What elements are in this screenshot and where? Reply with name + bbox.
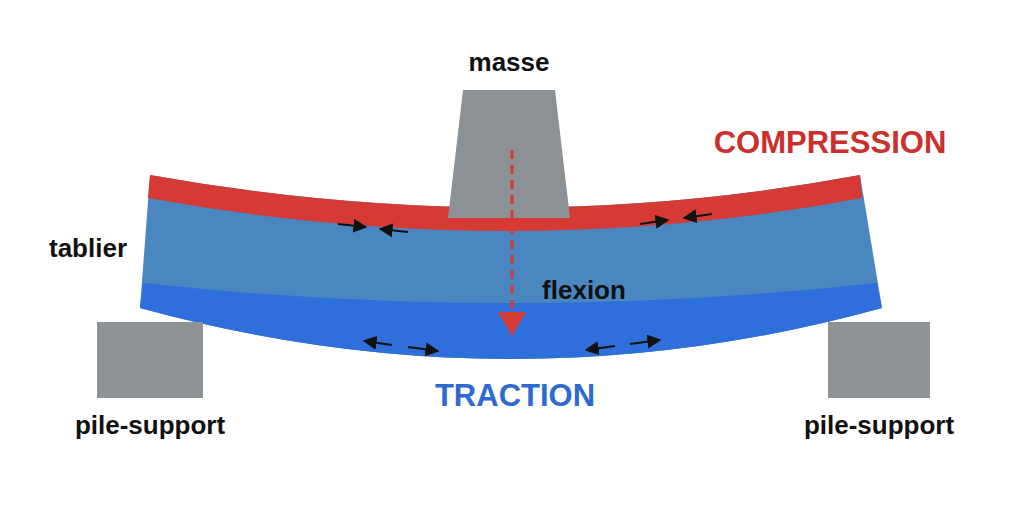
pier-support: pile-support <box>97 322 203 398</box>
bending-label: flexion <box>542 275 626 306</box>
traction-layer <box>140 283 882 359</box>
mass-block-shape <box>448 90 570 218</box>
part-label: pile-support <box>75 410 225 441</box>
traction-label: TRACTION <box>435 378 595 414</box>
pier-support-shape <box>97 322 203 398</box>
part-label: masse <box>469 47 550 78</box>
compression-label: COMPRESSION <box>714 125 947 161</box>
pier-support-shape <box>828 322 930 398</box>
stress-arrows <box>338 214 712 351</box>
pier-support: pile-support <box>828 322 930 398</box>
part-label: pile-support <box>804 410 954 441</box>
mass-block: masse <box>448 90 570 218</box>
deck-label: tablier <box>49 233 127 264</box>
